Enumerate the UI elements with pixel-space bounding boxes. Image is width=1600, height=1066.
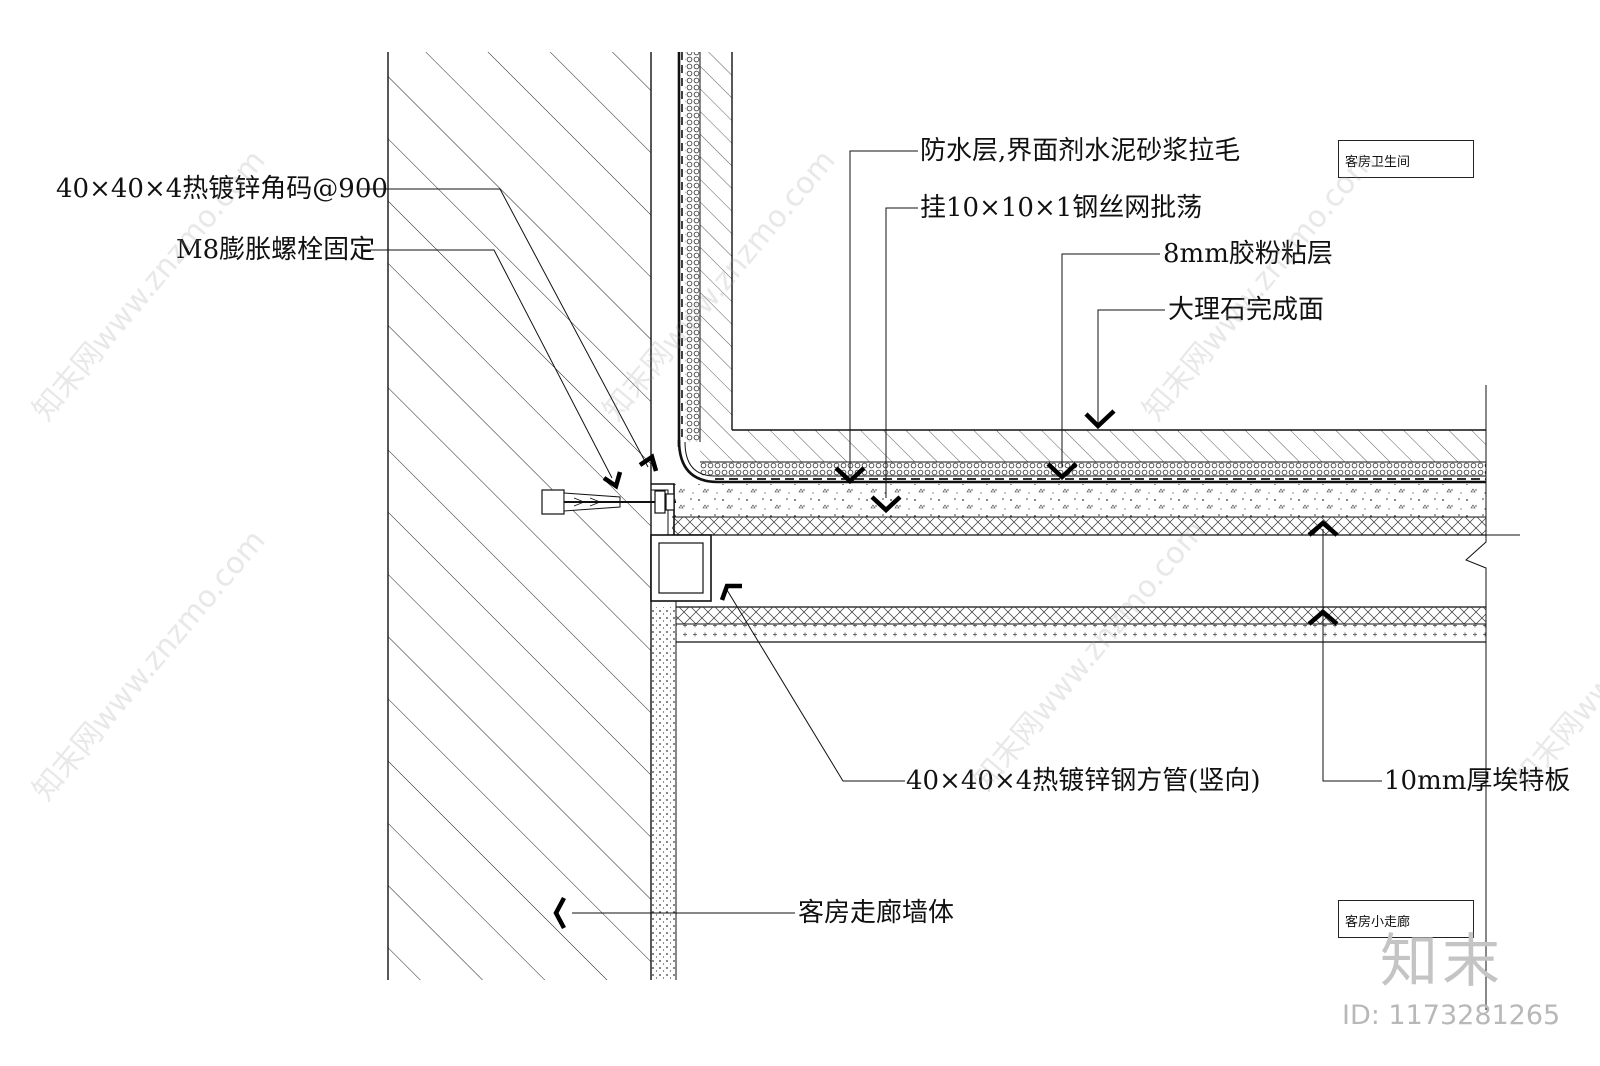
arrow-eter-upper	[1307, 520, 1339, 537]
mortar-render-layer	[672, 484, 1486, 518]
arrow-heads	[553, 409, 1339, 930]
label-mesh: 挂10×10×1钢丝网批荡	[920, 193, 1203, 223]
eter-board-lower	[676, 606, 1486, 643]
arrow-tube	[719, 583, 742, 601]
angle-bracket	[651, 483, 675, 535]
expansion-bolt	[541, 489, 676, 515]
arrow-waterproof	[834, 466, 866, 485]
leader-steel-tube	[726, 589, 905, 782]
label-corridor-wall: 客房走廊墙体	[798, 898, 955, 928]
label-adhesive: 8mm胶粉粘层	[1163, 239, 1333, 269]
leader-adhesive	[1061, 253, 1160, 467]
corridor-wall	[387, 52, 652, 980]
leader-waterproof	[849, 150, 918, 470]
marble-finish-horizontal	[700, 429, 1486, 463]
label-waterproof: 防水层,界面剂水泥砂浆拉毛	[920, 136, 1241, 166]
label-marble: 大理石完成面	[1168, 295, 1325, 325]
room-tag-small-corridor: 客房小走廊	[1338, 900, 1474, 938]
label-angle-bracket: 40×40×4热镀锌角码@900	[56, 174, 388, 204]
arrow-wall	[553, 896, 566, 930]
room-tag-bathroom: 客房卫生间	[1338, 140, 1474, 178]
leader-mesh	[885, 207, 918, 498]
label-eter-board: 10mm厚埃特板	[1384, 766, 1571, 796]
arrow-marble	[1084, 409, 1116, 430]
leader-bolt	[362, 249, 613, 479]
leader-eter-board	[1322, 529, 1382, 782]
leader-marble	[1097, 309, 1165, 423]
image-id: ID: 1173281265	[1342, 1000, 1561, 1031]
arrow-adhesive	[1046, 462, 1078, 481]
label-bolt: M8膨胀螺栓固定	[176, 235, 376, 265]
arrow-bracket	[638, 453, 659, 472]
label-steel-tube: 40×40×4热镀锌钢方管(竖向)	[906, 766, 1261, 796]
arrow-bolt	[602, 471, 623, 490]
steel-square-tube	[650, 534, 712, 612]
arrow-eter-lower	[1307, 609, 1339, 626]
wall-render-layer	[651, 607, 677, 980]
waterproof-layer	[677, 439, 1486, 484]
break-line	[1465, 385, 1520, 1010]
eter-board-upper	[672, 517, 1486, 536]
leader-angle-bracket	[360, 188, 649, 468]
adhesive-layer	[684, 441, 1486, 477]
arrow-mesh	[870, 495, 902, 514]
brand-logo: 知末	[1380, 927, 1505, 995]
leader-lines	[360, 150, 1382, 914]
vertical-finish-layers	[677, 52, 733, 447]
